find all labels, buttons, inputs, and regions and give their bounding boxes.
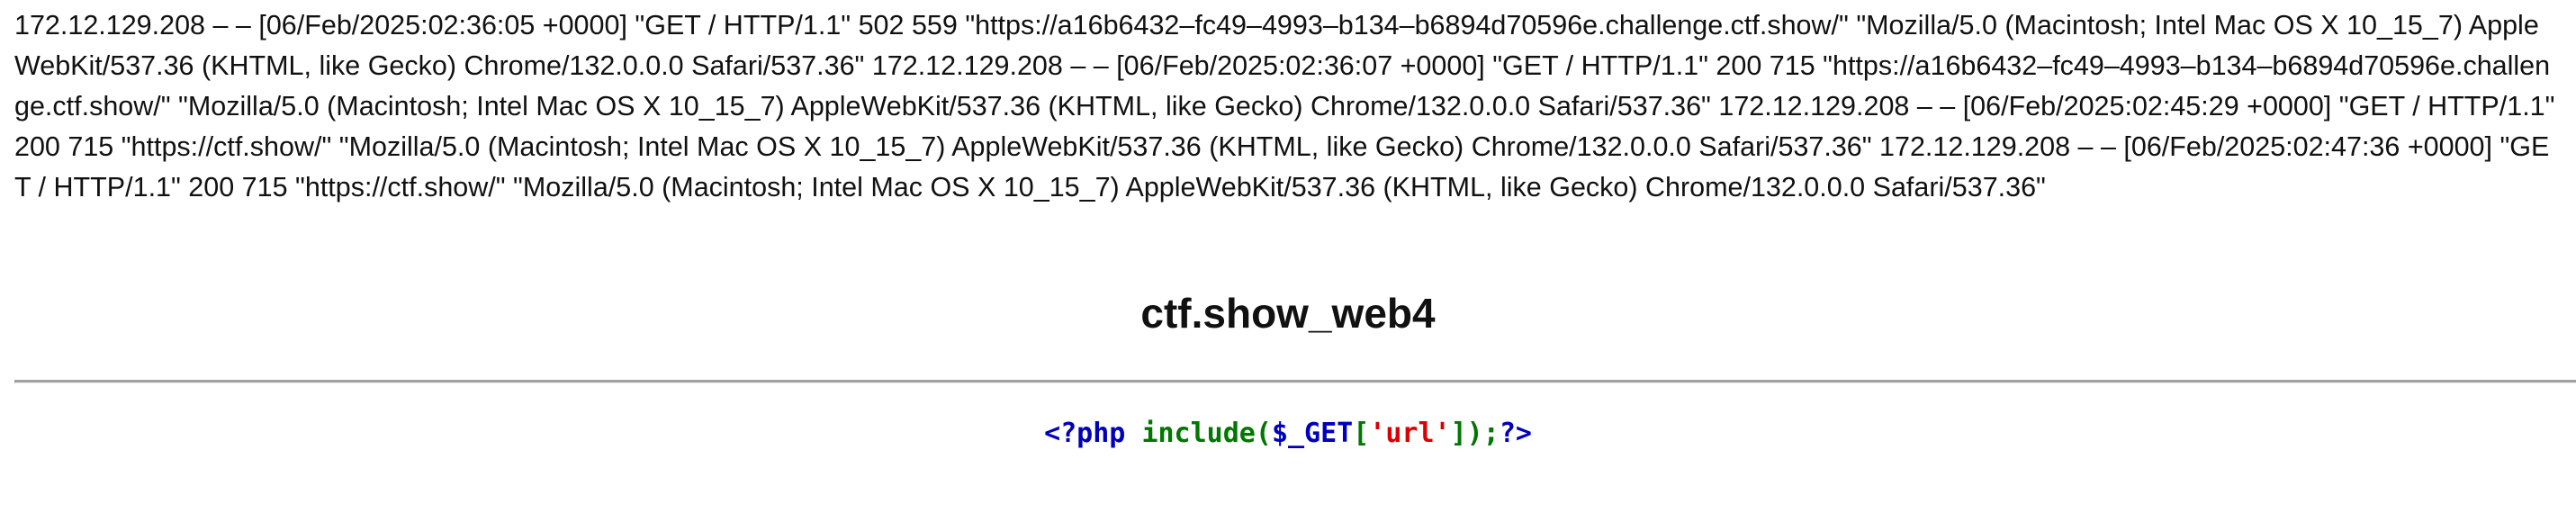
divider: [14, 380, 2576, 383]
php-close-tag: ?>: [1499, 418, 1532, 449]
php-get-variable: $_GET: [1271, 418, 1354, 449]
php-close-punct: ]);: [1450, 418, 1500, 449]
php-url-string: 'url': [1369, 418, 1451, 449]
access-log-output: 172.12.129.208 – – [06/Feb/2025:02:36:05…: [14, 10, 2555, 202]
php-source-code: <?php include($_GET['url']);?>: [0, 412, 2576, 455]
php-open-bracket: [: [1353, 418, 1370, 449]
php-open-tag: <?php: [1044, 418, 1126, 449]
page-title: ctf.show_web4: [1140, 290, 1436, 337]
php-include-keyword: include: [1141, 418, 1256, 449]
php-open-paren: (: [1255, 418, 1272, 449]
